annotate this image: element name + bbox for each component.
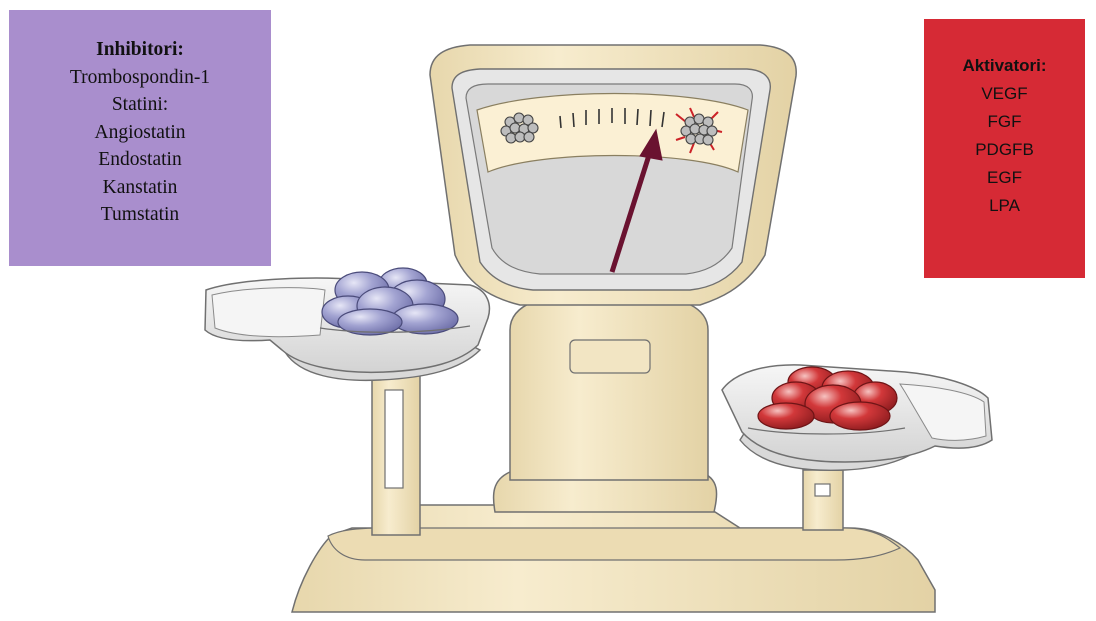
scale-pedestal: [510, 292, 708, 480]
inhibitor-spheres: [322, 268, 458, 335]
right-pillar: [803, 470, 843, 530]
pedestal-window: [570, 340, 650, 373]
